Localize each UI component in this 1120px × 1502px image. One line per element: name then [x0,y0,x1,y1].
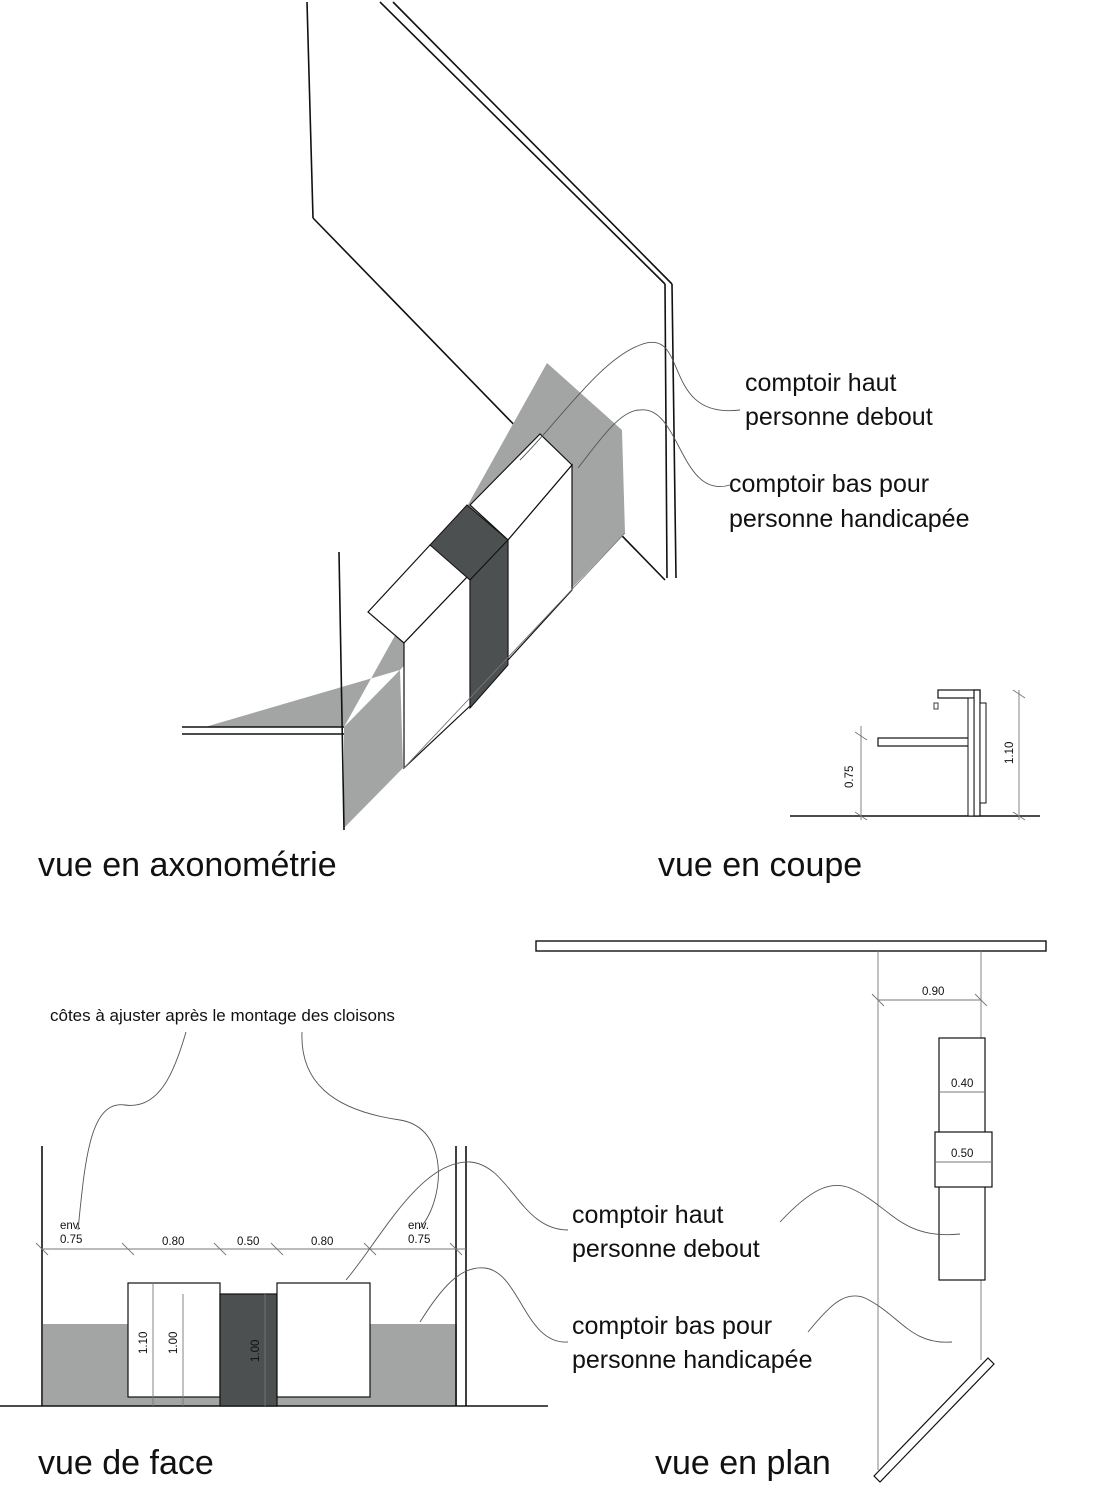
section-dim-low: 0.75 [844,766,856,788]
section-title: vue en coupe [658,846,862,884]
front-label-low-line1: comptoir bas pour [572,1312,772,1340]
plan-dim-high: 0.40 [951,1078,973,1090]
front-note: côtes à ajuster après le montage des clo… [50,1006,395,1025]
note-leader-right [301,1031,439,1229]
plan-title: vue en plan [655,1444,831,1482]
front-env-left-2: 0.75 [60,1234,82,1246]
axo-label-high-line2: personne debout [745,403,933,431]
front-env-left-1: env. [60,1220,81,1232]
plan-tick-1 [871,993,885,1007]
front-label-high-line2: personne debout [572,1235,760,1263]
axo-label-high-line1: comptoir haut [745,369,897,397]
plan-leader-high [779,1184,961,1236]
grey-side-panel [570,430,625,590]
section-tick-3 [1012,811,1026,821]
section-tick-2 [1012,689,1026,699]
front-height-1: 1.10 [138,1332,150,1354]
section-support [967,697,975,817]
front-height-2: 1.00 [168,1332,180,1354]
section-back-panel [979,702,987,804]
front-tick-d [270,1242,284,1256]
front-partition-edge [338,551,345,831]
plan-dim-low: 0.50 [951,1148,973,1160]
front-width-middle: 0.50 [237,1236,259,1248]
wall-edge-left [306,1,314,219]
front-label-high-line1: comptoir haut [572,1201,724,1229]
front-width-right: 0.80 [311,1236,333,1248]
front-leader-low [419,1267,569,1343]
axo-label-low-line2: personne handicapée [729,505,969,533]
front-width-left: 0.80 [162,1236,184,1248]
wall-top-edge-2 [392,1,673,285]
section-edge-lip [933,702,939,710]
axo-title: vue en axonométrie [38,846,337,884]
plan-tick-2 [974,993,988,1007]
front-white-block-right [276,1282,371,1398]
leader-high-counter [519,342,741,461]
wall-side-edge-2 [671,283,677,579]
leader-low-counter [577,409,731,488]
plan-door-leaf [873,1357,995,1483]
grey-front-panel [344,670,403,828]
front-title: vue de face [38,1444,214,1482]
plan-wall [535,940,1047,952]
section-tick-1 [854,731,868,741]
section-dim-high: 1.10 [1004,742,1016,764]
front-tick-a [35,1242,49,1256]
note-leader-left [77,1031,187,1231]
dark-low-counter-front [469,538,509,710]
axonometric-view: comptoir haut personne debout comptoir b… [38,1,969,884]
front-tick-c [213,1242,227,1256]
axo-label-low-line1: comptoir bas pour [729,470,929,498]
front-dark-low-counter [219,1293,278,1407]
front-height-3: 1.00 [250,1340,262,1362]
front-leader-high [345,1161,569,1281]
front-tick-e [363,1242,377,1256]
section-view: 0.75 1.10 vue en coupe [658,689,1040,884]
front-white-block-left [127,1282,221,1398]
front-tick-b [121,1242,135,1256]
plan-leader-low [807,1295,953,1343]
plan-low-counter [934,1131,993,1188]
section-tick-4 [854,811,868,821]
front-env-right-1: env. [408,1220,429,1232]
plan-view: 0.90 0.40 0.50 vue en plan [535,940,1047,1483]
wall-top-edge-1 [379,1,666,285]
section-high-panel [973,689,981,817]
front-env-right-2: 0.75 [408,1234,430,1246]
front-view: côtes à ajuster après le montage des clo… [0,1006,812,1482]
grey-counter-top [205,363,622,727]
counter-base-line [403,532,626,769]
plan-dim-width: 0.90 [922,986,944,998]
front-tick-f [449,1242,463,1256]
front-label-low-line2: personne handicapée [572,1346,812,1374]
section-low-shelf [877,737,975,747]
wall-side-edge-1 [664,283,668,579]
